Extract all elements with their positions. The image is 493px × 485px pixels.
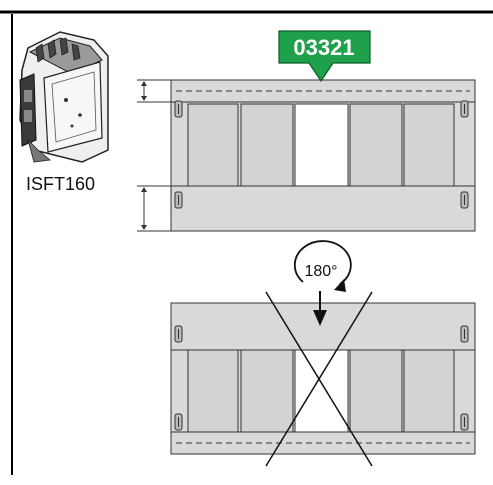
screw-icon (174, 325, 183, 343)
module-slot (187, 349, 239, 433)
correct-panel (137, 79, 476, 232)
part-number-callout: 03321 (278, 30, 371, 83)
dimension-marker-top (137, 79, 171, 103)
screw-icon (460, 413, 469, 431)
module-slot-empty (294, 103, 349, 187)
module-slot-empty (294, 349, 349, 433)
rotation-label: 180° (304, 263, 337, 280)
module-slot (403, 349, 455, 433)
module-slot (403, 103, 455, 187)
module-slot (240, 103, 294, 187)
rotate-arrow-icon (293, 240, 352, 326)
cross-out-icon (265, 291, 373, 467)
module-slot (349, 103, 403, 187)
dimension-marker-bottom (137, 185, 171, 232)
screw-icon (174, 100, 183, 118)
device-label: ISFT160 (26, 174, 95, 194)
module-slot (349, 349, 403, 433)
fuse-switch-disconnector-icon (19, 31, 109, 163)
module-slot (240, 349, 294, 433)
screw-icon (174, 413, 183, 431)
screw-icon (460, 325, 469, 343)
module-slot (187, 103, 239, 187)
incorrect-panel (170, 291, 476, 467)
screw-icon (174, 191, 183, 209)
screw-icon (460, 100, 469, 118)
screw-icon (460, 191, 469, 209)
part-number: 03321 (293, 35, 354, 60)
